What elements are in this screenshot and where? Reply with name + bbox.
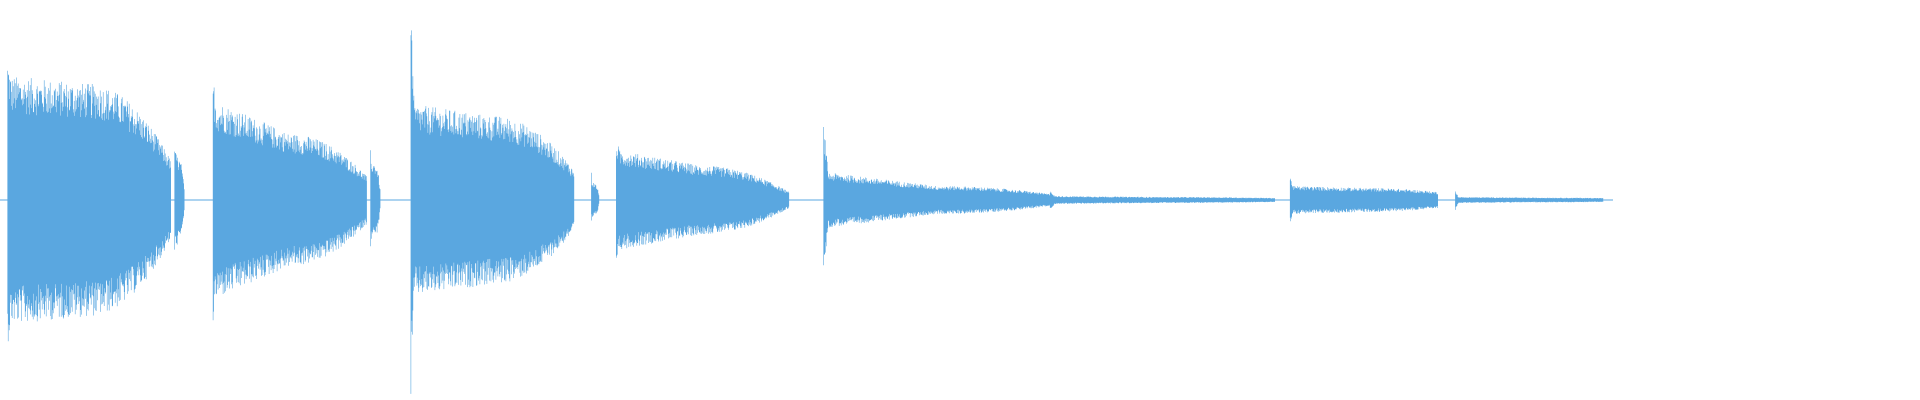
waveform-segment-burst-1: [7, 70, 171, 342]
waveform-path: [174, 151, 185, 250]
waveform-segment-tail-1: [1049, 191, 1275, 208]
waveform-path: [1455, 191, 1604, 210]
waveform-path: [616, 146, 790, 258]
waveform-segment-blip-1: [174, 151, 185, 250]
waveform-path: [1289, 178, 1438, 222]
waveform-path: [591, 172, 600, 221]
waveform-segment-burst-2: [212, 87, 367, 321]
waveform-path: [370, 150, 381, 247]
waveform-path: [823, 127, 1051, 266]
waveform-segment-blip-2: [370, 150, 381, 247]
waveform-segment-burst-6: [1289, 178, 1438, 222]
waveform-samples: [7, 30, 1604, 394]
waveform-path: [212, 87, 367, 321]
waveform-path: [410, 30, 575, 394]
waveform-segment-burst-4: [616, 146, 790, 258]
waveform-path: [7, 70, 171, 342]
waveform-segment-blip-3: [591, 172, 600, 221]
waveform-segment-tail-2: [1455, 191, 1604, 210]
waveform-segment-burst-5: [823, 127, 1051, 266]
waveform-path: [1049, 191, 1275, 208]
waveform-segment-burst-3: [410, 30, 575, 394]
